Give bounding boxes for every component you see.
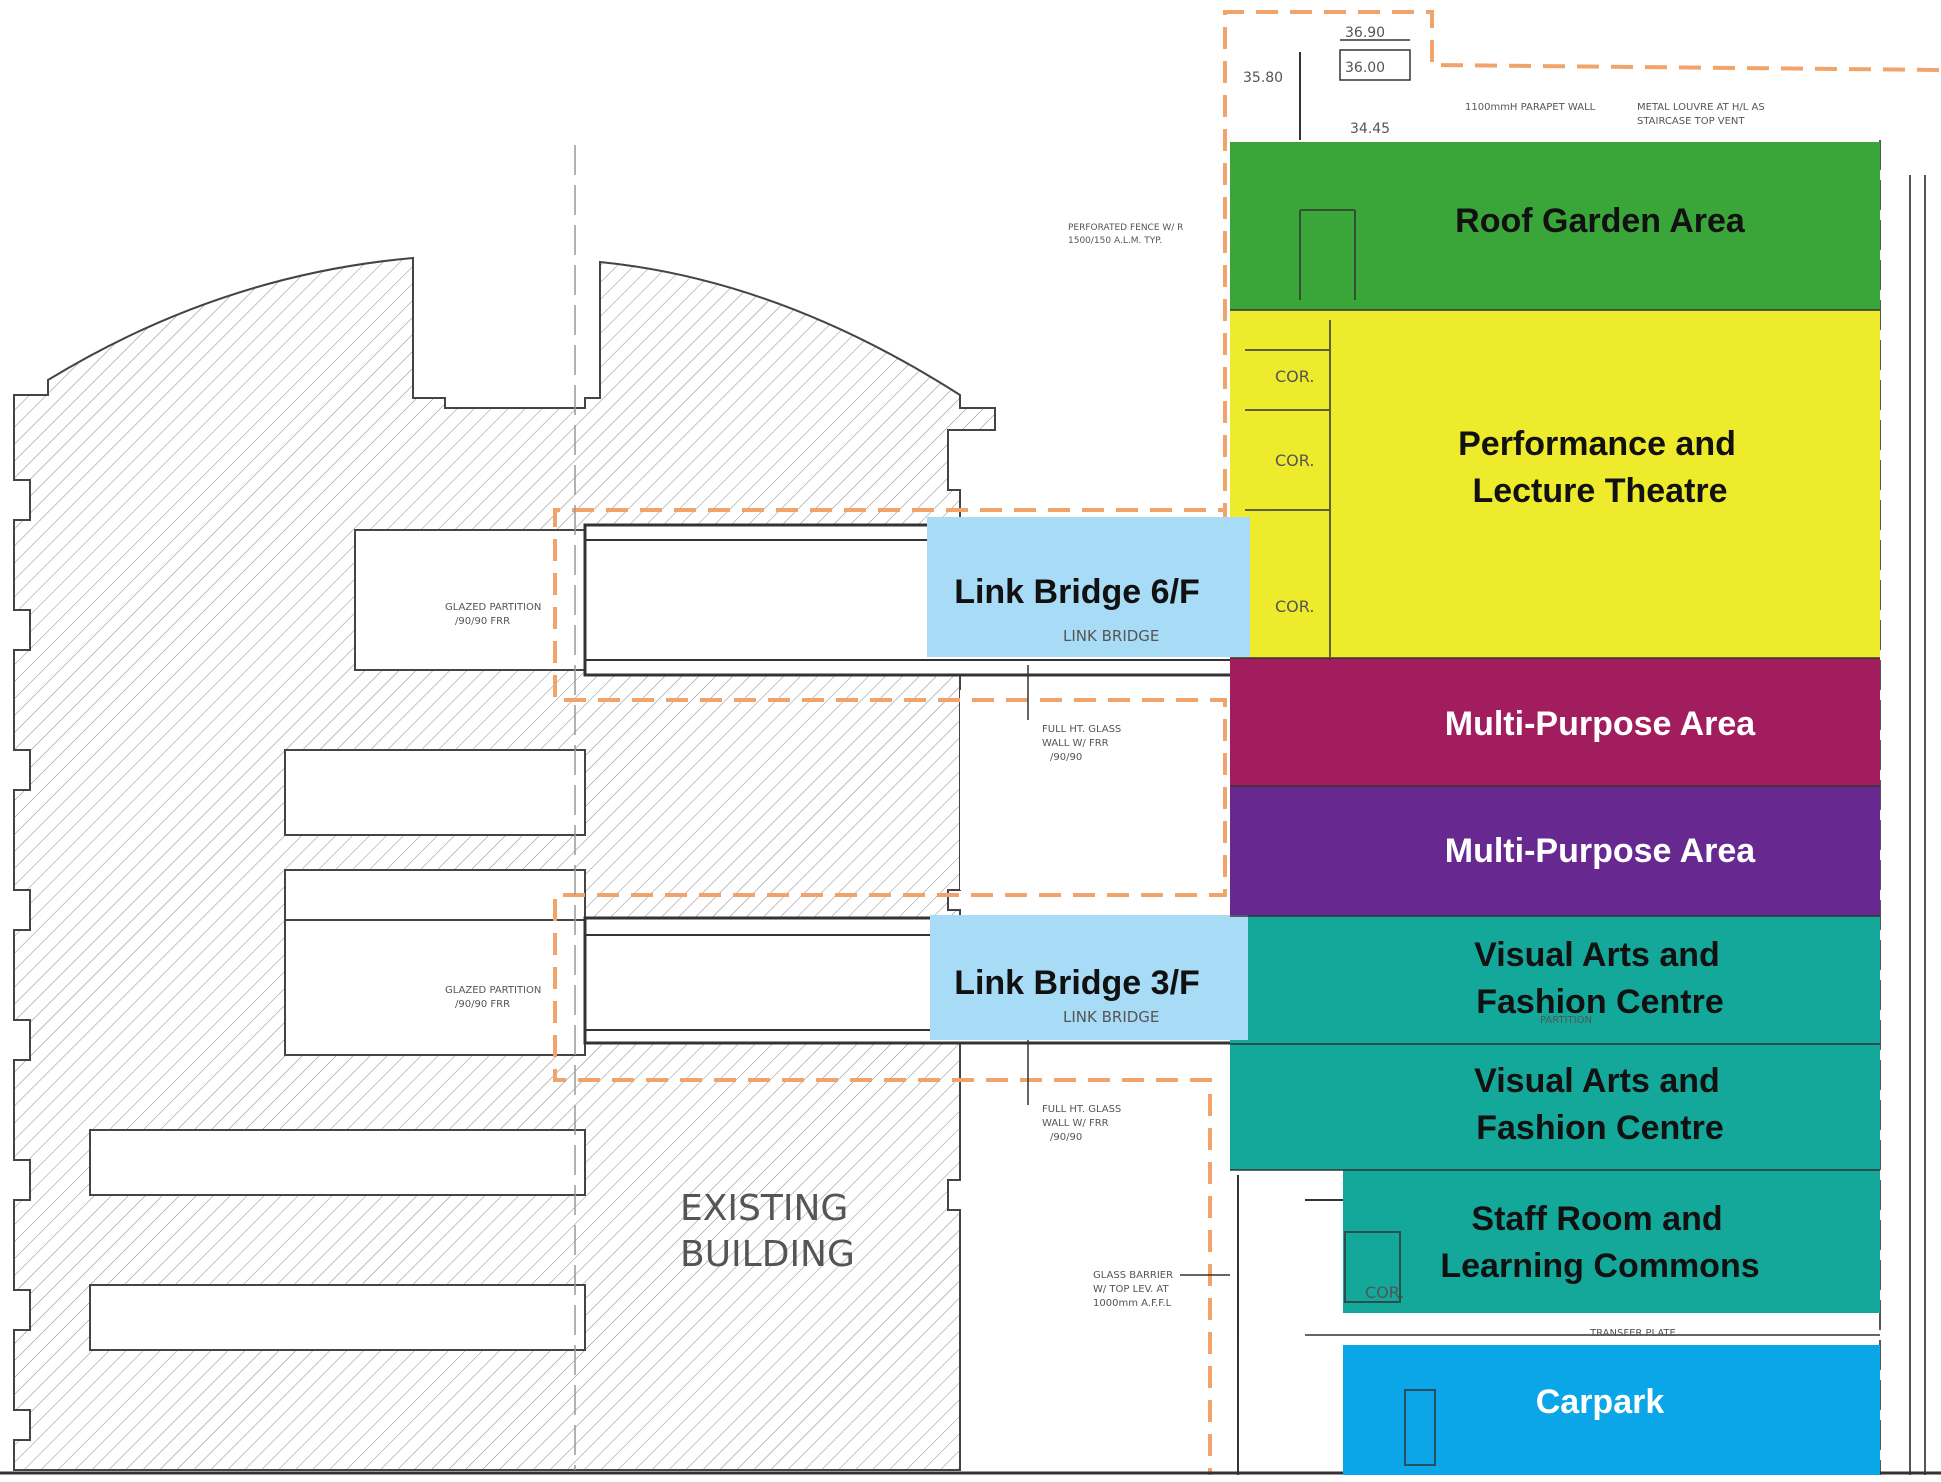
glass-wall-1: FULL HT. GLASS [1042,724,1121,735]
fence-note-1: PERFORATED FENCE W/ R [1068,223,1183,233]
cor-label-4: COR. [1365,1283,1404,1302]
visual-arts-1-line1: Visual Arts and [1474,936,1720,974]
glass-wall-4: FULL HT. GLASS [1042,1104,1121,1115]
zone-roof-garden [1230,142,1880,310]
drawing-small-labels: COR. COR. COR. COR. LINK BRIDGE LINK BRI… [1063,367,1676,1339]
zone-multi-purpose-1 [1230,658,1880,786]
glass-wall-6: /90/90 [1050,1132,1082,1143]
slot-2f [89,1129,586,1196]
roof-garden-label: Roof Garden Area [1455,202,1746,240]
glass-wall-3: /90/90 [1050,752,1082,763]
zone-carpark [1343,1345,1880,1475]
cor-label-1: COR. [1275,367,1314,386]
zone-link-bridge-6f [927,517,1250,657]
zone-labels: Roof Garden Area Performance and Lecture… [954,202,1759,1421]
slot-5f [284,749,586,836]
site-boundary-dashes [553,10,1941,1475]
carpark-label: Carpark [1536,1383,1665,1421]
glazed-note-1: GLAZED PARTITION [445,602,541,613]
level-36-90: 36.90 [1345,25,1385,41]
slot-1f [89,1284,586,1351]
glass-wall-2: WALL W/ FRR [1042,738,1109,749]
zone-link-bridge-3f [930,915,1248,1040]
program-zones [927,142,1880,1475]
fence-note-2: 1500/150 A.L.M. TYP. [1068,236,1162,246]
parapet-note: 1100mmH PARAPET WALL [1465,102,1596,113]
transfer-plate-label: TRANSFER PLATE [1589,1328,1676,1339]
zone-overlay-lines [1230,209,1880,1466]
gap [960,690,1000,890]
level-36-00: 36.00 [1345,60,1385,76]
existing-label-1: EXISTING [680,1188,848,1229]
glass-barrier-3: 1000mm A.F.F.L [1093,1298,1172,1309]
partition-label: PARTITION [1540,1015,1592,1026]
louvre-note-1: METAL LOUVRE AT H/L AS [1637,102,1765,113]
zone-staff-room [1343,1170,1880,1313]
glass-barrier-2: W/ TOP LEV. AT [1093,1284,1169,1295]
link-bridge-3f-label: Link Bridge 3/F [954,964,1200,1002]
visual-arts-2-line1: Visual Arts and [1474,1062,1720,1100]
glazed-note-4: /90/90 FRR [455,999,510,1010]
level-annotations: 36.90 36.00 35.80 34.45 1100mmH PARAPET … [445,25,1765,1309]
level-34-45: 34.45 [1350,121,1390,137]
zone-theatre [1230,310,1880,658]
link-bridge-note-6f: LINK BRIDGE [1063,627,1159,645]
existing-label-2: BUILDING [680,1234,855,1275]
staff-room-line1: Staff Room and [1471,1200,1722,1238]
multi-purpose-label-1: Multi-Purpose Area [1445,705,1757,743]
staff-room-line2: Learning Commons [1440,1247,1759,1285]
existing-building: EXISTING BUILDING [13,256,1000,1471]
glazed-note-2: /90/90 FRR [455,616,510,627]
zone-visual-arts-1 [1230,916,1880,1044]
glass-barrier-1: GLASS BARRIER [1093,1270,1173,1281]
multi-purpose-label-2: Multi-Purpose Area [1445,832,1757,870]
slot-3f [284,919,586,1056]
glass-wall-5: WALL W/ FRR [1042,1118,1109,1129]
link-bridge-6f-label: Link Bridge 6/F [954,573,1200,611]
visual-arts-2-line2: Fashion Centre [1476,1109,1723,1147]
glazed-note-3: GLAZED PARTITION [445,985,541,996]
visual-arts-1-line2: Fashion Centre [1476,983,1723,1021]
theatre-label-line2: Lecture Theatre [1472,472,1727,510]
zone-visual-arts-2 [1230,1044,1880,1170]
cor-label-3: COR. [1275,597,1314,616]
louvre-note-2: STAIRCASE TOP VENT [1637,116,1745,127]
cor-label-2: COR. [1275,451,1314,470]
link-bridge-note-3f: LINK BRIDGE [1063,1008,1159,1026]
zone-multi-purpose-2 [1230,786,1880,916]
slot-6f [354,529,586,671]
theatre-label-line1: Performance and [1458,425,1736,463]
level-35-80: 35.80 [1243,70,1283,86]
